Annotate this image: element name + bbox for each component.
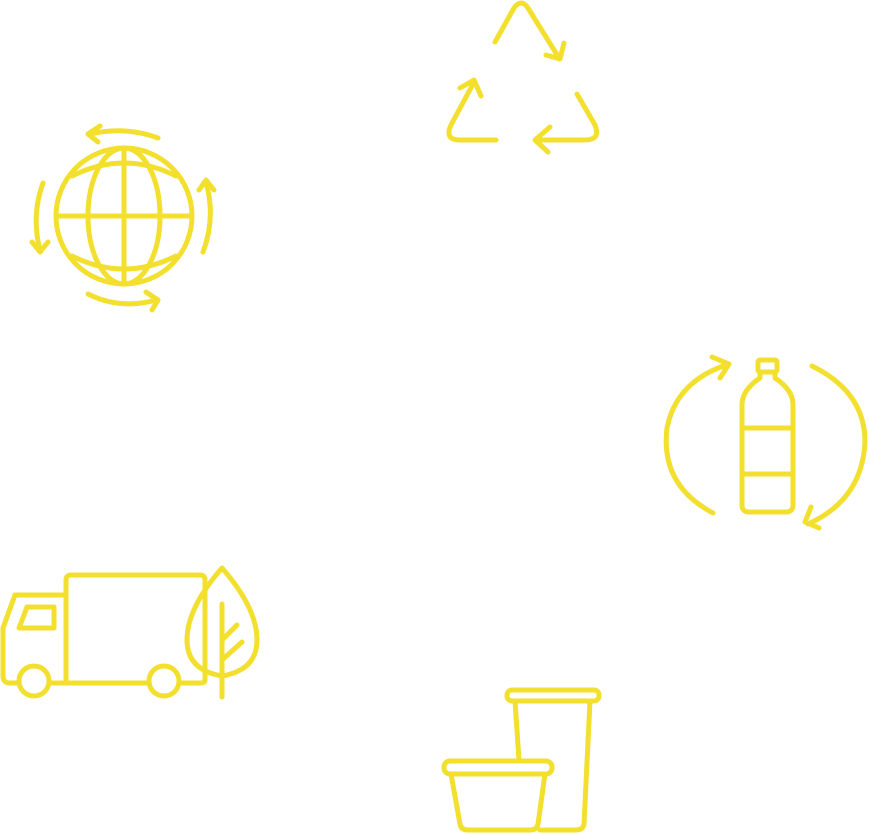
bottle-recycle-icon [660,350,869,535]
containers-icon [438,685,606,834]
globe-cycle-icon [22,118,222,318]
recycle-triangle-icon [440,0,605,160]
truck-tree-icon [0,562,265,702]
